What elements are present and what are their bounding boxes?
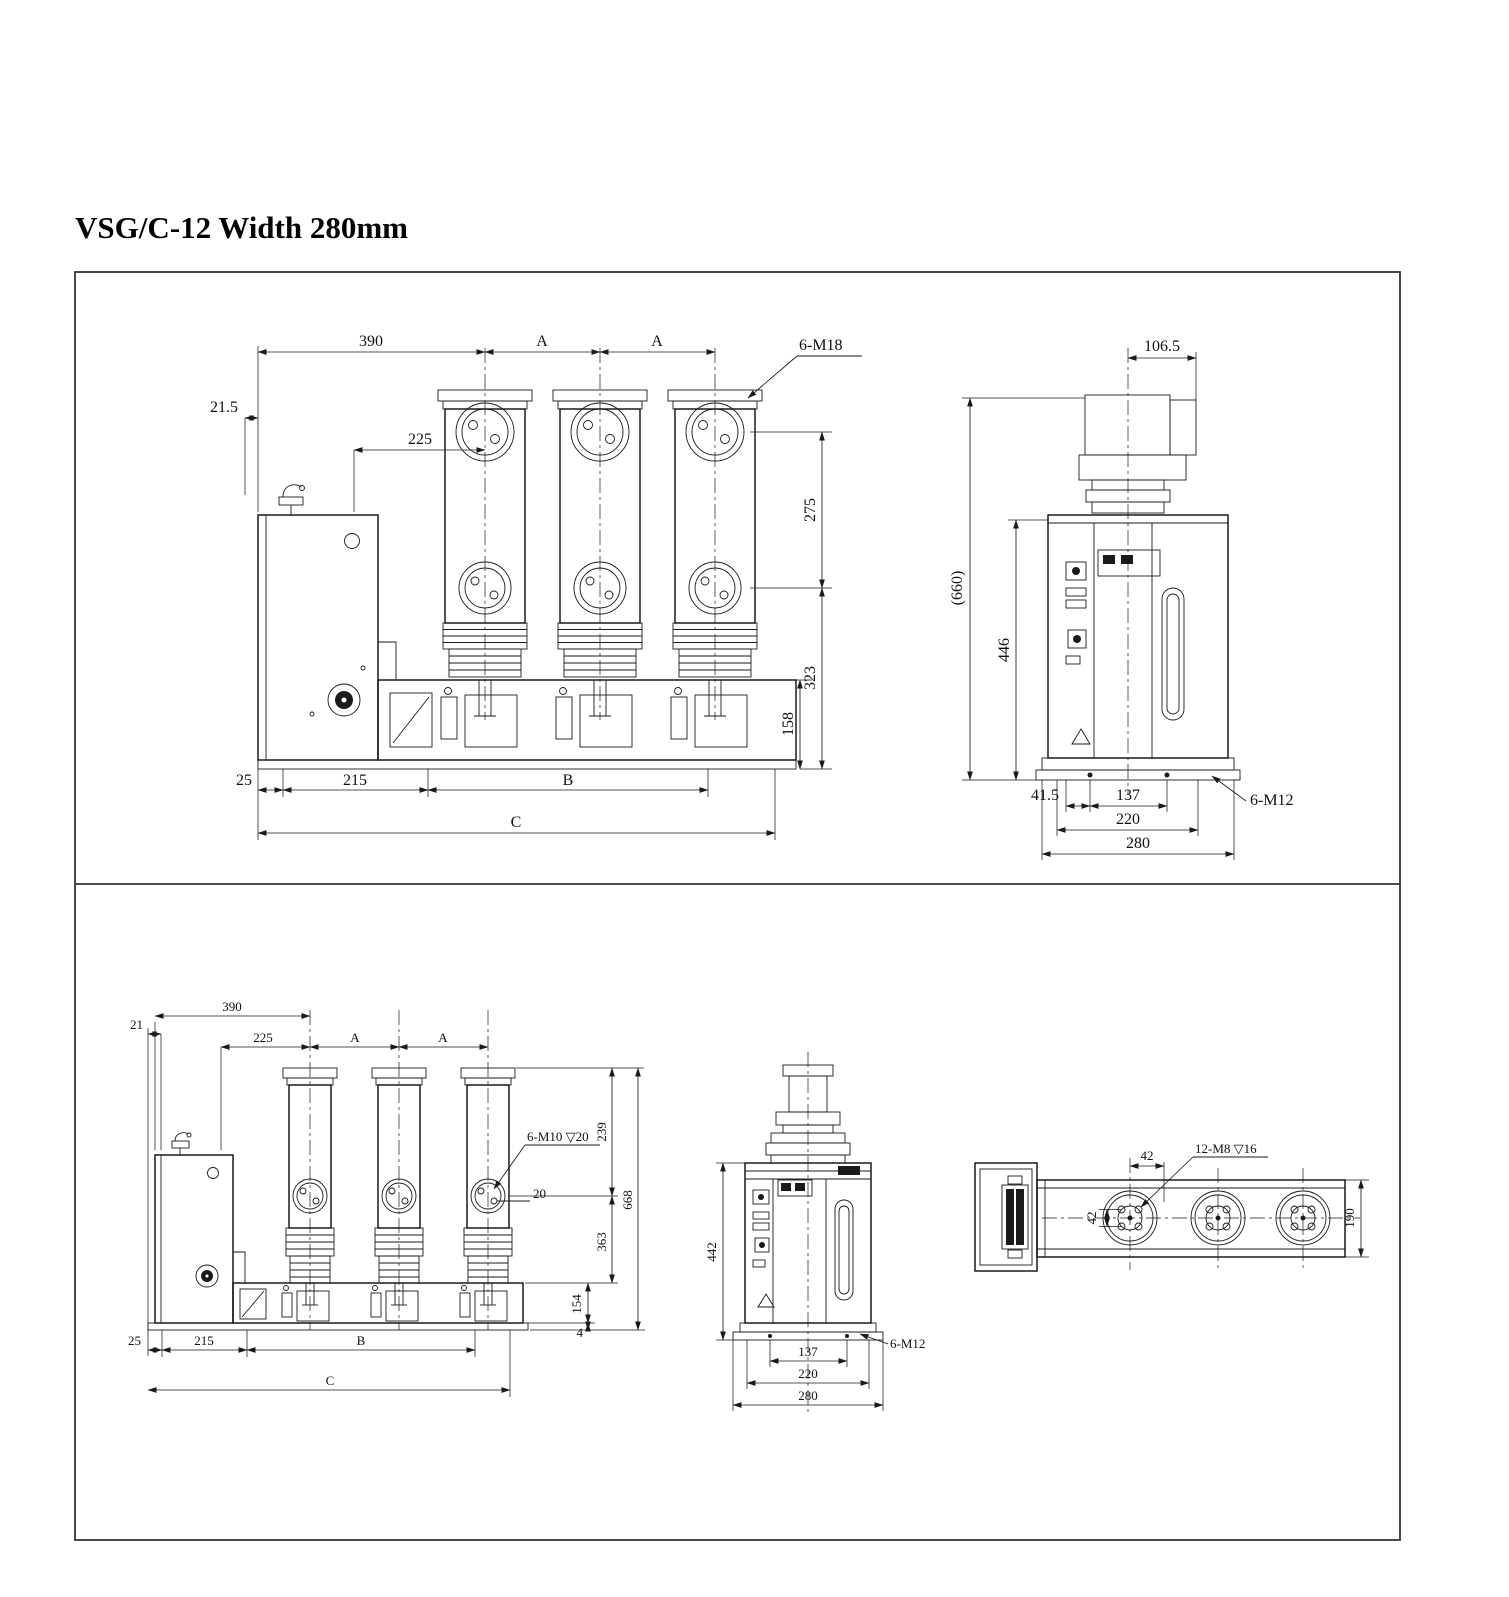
pole-column xyxy=(282,1009,338,1331)
dim-a2-label: A xyxy=(651,333,663,350)
breaker-body-side xyxy=(744,1162,872,1324)
bottom-front-view: 390 21 225 A A 6-M10 ▽20 239 20 668 363 … xyxy=(128,999,645,1397)
dim-154-label: 154 xyxy=(569,1294,584,1314)
top-front-dimensions: 390 A A 6-M18 21.5 225 275 323 158 25 21… xyxy=(210,333,862,840)
dim-c-label: C xyxy=(511,814,522,831)
dim-280-label: 280 xyxy=(798,1388,818,1403)
pole-column xyxy=(667,347,763,721)
page-title: VSG/C-12 Width 280mm xyxy=(75,210,408,245)
base-plate xyxy=(147,1322,529,1331)
dim-a1-label: A xyxy=(350,1030,360,1045)
nameplate xyxy=(838,1166,860,1175)
dim-446-label: 446 xyxy=(996,638,1013,662)
label-6m10: 6-M10 ▽20 xyxy=(527,1129,589,1144)
bottom-front-dimensions: 390 21 225 A A 6-M10 ▽20 239 20 668 363 … xyxy=(128,999,645,1397)
dim-25-label: 25 xyxy=(236,772,252,789)
dim-660-label: (660) xyxy=(949,571,966,606)
dim-323-label: 323 xyxy=(802,666,819,690)
indicator-panel xyxy=(389,692,433,748)
inspection-slot xyxy=(834,1199,854,1301)
dim-c-label: C xyxy=(326,1373,335,1388)
gear-icon xyxy=(327,683,361,717)
dim-a2-label: A xyxy=(438,1030,448,1045)
side-base xyxy=(1035,757,1241,781)
dim-20-label: 20 xyxy=(533,1186,546,1201)
shaft-hole xyxy=(344,533,360,549)
pole-arm-top xyxy=(1036,1179,1346,1258)
mechanism-step xyxy=(378,641,397,680)
dim-4-label: 4 xyxy=(577,1325,584,1340)
mechanism-box xyxy=(257,484,397,761)
dim-42-vertical-label: 42 xyxy=(1084,1212,1099,1225)
dim-390-label: 390 xyxy=(222,999,242,1014)
dim-225-label: 225 xyxy=(408,431,432,448)
dim-b-label: B xyxy=(357,1333,366,1348)
dim-280-label: 280 xyxy=(1126,835,1150,852)
warning-triangle-icon xyxy=(1071,728,1091,745)
indicator-panel xyxy=(239,1288,267,1320)
dim-190-label: 190 xyxy=(1342,1208,1357,1228)
shaft-hole xyxy=(207,1167,219,1179)
dim-363-label: 363 xyxy=(594,1232,609,1252)
gear-icon xyxy=(195,1264,219,1288)
dim-215-label: 215 xyxy=(343,772,367,789)
base-plate xyxy=(257,759,797,770)
mechanism-box xyxy=(154,1132,246,1324)
dim-215-label: 215 xyxy=(194,1333,214,1348)
hook-icon xyxy=(171,1132,192,1155)
dim-442-label: 442 xyxy=(704,1242,719,1262)
label-12m8: 12-M8 ▽16 xyxy=(1195,1141,1257,1156)
dim-106-5-label: 106.5 xyxy=(1144,338,1180,355)
dim-275-label: 275 xyxy=(802,498,819,522)
dim-b-label: B xyxy=(563,772,574,789)
label-6m18: 6-M18 xyxy=(799,337,843,354)
upper-bushing xyxy=(1078,394,1197,514)
terminal-circle-2 xyxy=(1190,1190,1246,1246)
dim-25-label: 25 xyxy=(128,1333,141,1348)
base-frame xyxy=(147,1282,529,1331)
dim-225-label: 225 xyxy=(253,1030,273,1045)
warning-triangle-icon xyxy=(757,1293,775,1308)
pole-column xyxy=(437,347,533,721)
connector-block xyxy=(1001,1184,1029,1250)
dim-137-label: 137 xyxy=(1116,787,1140,804)
label-6m12: 6-M12 xyxy=(890,1336,925,1351)
pole-column xyxy=(371,1009,427,1331)
top-side-dimensions: 106.5 (660) 446 41.5 137 220 280 6-M12 xyxy=(949,338,1294,860)
upper-bushing xyxy=(765,1064,851,1164)
bottom-top-view: 42 12-M8 ▽16 42 190 xyxy=(974,1141,1369,1272)
bottom-side-view: 442 137 220 280 6-M12 xyxy=(704,1052,925,1415)
dim-220-label: 220 xyxy=(1116,811,1140,828)
dim-137-label: 137 xyxy=(798,1344,818,1359)
dim-42-horizontal-label: 42 xyxy=(1141,1148,1154,1163)
bottom-top-dimensions: 42 12-M8 ▽16 42 190 xyxy=(1084,1141,1369,1258)
side-base xyxy=(732,1322,884,1341)
base-frame xyxy=(257,679,797,770)
inspection-slot xyxy=(1161,587,1185,721)
dim-41-5-label: 41.5 xyxy=(1031,787,1059,804)
mechanism-box-outline xyxy=(154,1154,234,1324)
bottom-side-dimensions: 442 137 220 280 6-M12 xyxy=(704,1162,925,1411)
top-side-view: 106.5 (660) 446 41.5 137 220 280 6-M12 xyxy=(949,338,1294,860)
dim-390-label: 390 xyxy=(359,333,383,350)
mechanism-box-outline xyxy=(257,514,379,761)
mechanism-step xyxy=(233,1251,246,1283)
terminal-circle-3 xyxy=(1275,1190,1331,1246)
dim-158-label: 158 xyxy=(780,712,797,736)
dim-239-label: 239 xyxy=(594,1122,609,1142)
dim-21-label: 21 xyxy=(130,1017,143,1032)
top-front-view: 390 A A 6-M18 21.5 225 275 323 158 25 21… xyxy=(210,333,862,840)
pole-column xyxy=(552,347,648,721)
dim-220-label: 220 xyxy=(798,1366,818,1381)
dim-668-label: 668 xyxy=(620,1190,635,1210)
dim-a1-label: A xyxy=(536,333,548,350)
hook-icon xyxy=(278,484,305,515)
mechanism-end-block xyxy=(974,1162,1038,1272)
dim-21-5-label: 21.5 xyxy=(210,399,238,416)
drawing-border xyxy=(74,271,1401,1541)
breaker-body-side xyxy=(1047,514,1229,759)
label-6m12: 6-M12 xyxy=(1250,792,1294,809)
